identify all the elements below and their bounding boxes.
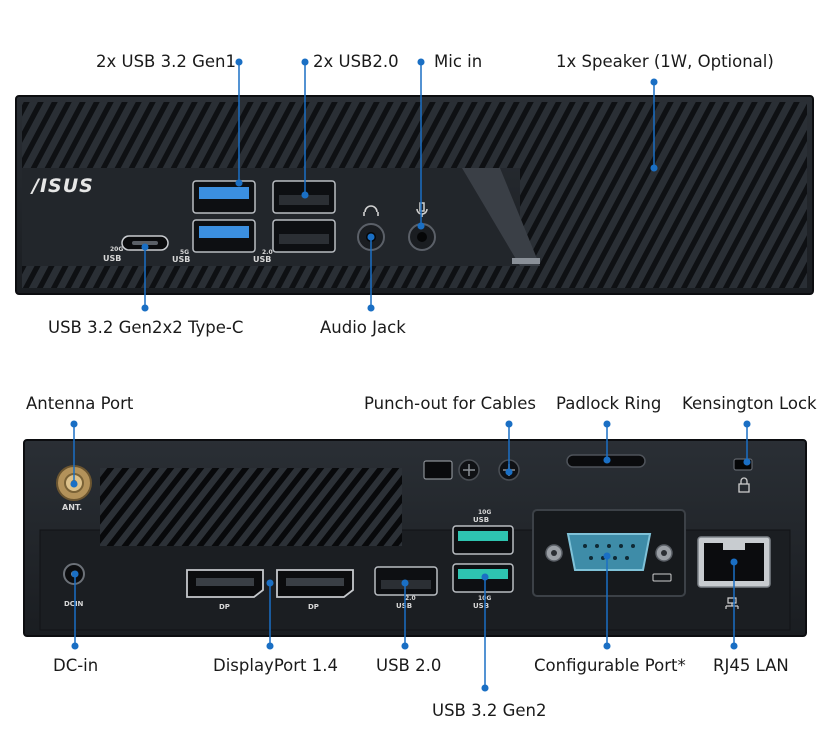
usb20-tongue-top — [279, 195, 329, 205]
callout-usb-typec: USB 3.2 Gen2x2 Type-C — [48, 318, 244, 337]
microphone-icon — [416, 202, 428, 217]
asus-logo: /ISUS — [30, 175, 94, 197]
serial-screw-left-hole — [551, 550, 557, 556]
usb32-gen2-tongue-top — [458, 531, 508, 541]
rear-panel: ANT. DCIN DP DP 2.0 USB 10G USB — [23, 420, 807, 692]
antenna-label: ANT. — [62, 503, 82, 512]
usb-5g-speed-label: 5G — [180, 249, 189, 256]
usb-typec-speed-label: 20G — [110, 246, 123, 253]
callout-configurable-port: Configurable Port* — [534, 656, 686, 675]
displayport-1-tongue — [196, 578, 254, 586]
serial-pins — [583, 544, 635, 560]
callout-dc-in: DC-in — [53, 656, 99, 675]
usb32-gen1-tongue-top — [199, 187, 249, 199]
rear-screw-cross — [463, 464, 475, 476]
dp2-label: DP — [308, 603, 319, 611]
usb-gen2-bottom-label: USB — [473, 602, 489, 610]
serial-screw-right-hole — [661, 550, 667, 556]
callout-usb32-gen2: USB 3.2 Gen2 — [432, 701, 547, 720]
lock-icon — [738, 477, 750, 493]
rear-usb20-label: USB — [396, 602, 412, 610]
rear-vent — [100, 468, 402, 546]
callout-usb32-gen1: 2x USB 3.2 Gen1 — [96, 52, 237, 71]
punch-out-slot[interactable] — [423, 460, 453, 480]
callout-mic-in: Mic in — [434, 52, 483, 71]
usb-5g-label: USB — [172, 255, 190, 264]
front-vent-right — [520, 160, 807, 270]
usb-gen2-top-speed-label: 10G — [478, 509, 491, 516]
callout-usb-20: USB 2.0 — [376, 656, 442, 675]
usb32-gen1-tongue-bottom — [199, 226, 249, 238]
network-icon — [725, 597, 739, 609]
usb-20-speed-label: 2.0 — [262, 249, 273, 256]
serial-db9-connector[interactable] — [566, 533, 652, 571]
rj45-latch — [723, 543, 745, 550]
rear-usb20-speed-label: 2.0 — [405, 595, 416, 602]
callout-padlock-ring: Padlock Ring — [556, 394, 662, 413]
headphone-icon — [363, 205, 379, 216]
rear-callout-lines — [70, 420, 751, 692]
displayport-2-tongue — [286, 578, 344, 586]
callout-audio-jack: Audio Jack — [320, 318, 406, 337]
mic-jack-hole — [417, 232, 427, 242]
front-bezel-accent — [462, 168, 540, 266]
callout-speaker: 1x Speaker (1W, Optional) — [556, 52, 774, 71]
usb32-gen2-tongue-bottom — [458, 569, 508, 579]
usb20-tongue-bottom — [279, 234, 329, 244]
front-vent-top — [22, 102, 807, 168]
callout-antenna-port: Antenna Port — [26, 394, 134, 413]
front-panel: /ISUS 20G USB 5G USB 2.0 USB — [15, 58, 814, 312]
usb-typec-tongue — [132, 241, 158, 245]
usb-gen2-top-label: USB — [473, 516, 489, 524]
front-callout-lines — [141, 58, 658, 312]
dcin-label: DCIN — [64, 600, 84, 608]
callout-displayport: DisplayPort 1.4 — [213, 656, 339, 675]
usb-typec-label: USB — [103, 254, 121, 263]
callout-rj45-lan: RJ45 LAN — [713, 656, 789, 675]
callout-punch-out: Punch-out for Cables — [364, 394, 537, 413]
serial-port-icon — [652, 573, 672, 582]
callout-kensington-lock: Kensington Lock — [682, 394, 817, 413]
dp1-label: DP — [219, 603, 230, 611]
callout-usb20: 2x USB2.0 — [313, 52, 399, 71]
usb-20-label: USB — [253, 255, 271, 264]
front-bezel-highlight — [512, 258, 540, 264]
